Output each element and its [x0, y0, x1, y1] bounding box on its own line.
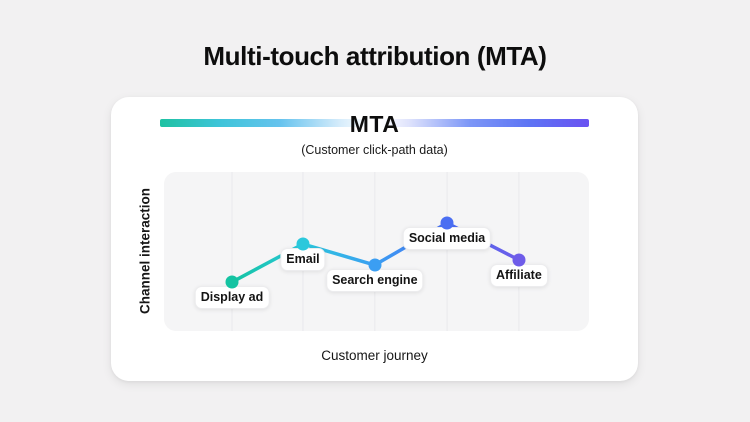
touchpoint-label-pill: Social media	[402, 227, 492, 251]
data-point-dot	[440, 216, 454, 230]
x-axis-label: Customer journey	[321, 348, 428, 363]
gradient-banner	[160, 119, 589, 127]
data-point-dot	[296, 237, 310, 251]
mta-card: MTA (Customer click-path data) Channel i…	[111, 97, 638, 381]
touchpoint-label-pill: Search engine	[326, 269, 424, 292]
data-point-dot	[368, 258, 382, 272]
chart-subtitle: (Customer click-path data)	[301, 143, 448, 157]
page-title: Multi-touch attribution (MTA)	[203, 41, 547, 71]
touchpoint-label-pill: Display ad	[194, 286, 270, 310]
y-axis-label: Channel interaction	[137, 187, 153, 315]
data-point-dot	[512, 253, 526, 267]
data-point-dot	[225, 275, 239, 289]
touchpoint-label-pill: Affiliate	[489, 263, 548, 287]
banner-title: MTA	[349, 111, 400, 137]
touchpoint-label-pill: Email	[280, 248, 326, 272]
